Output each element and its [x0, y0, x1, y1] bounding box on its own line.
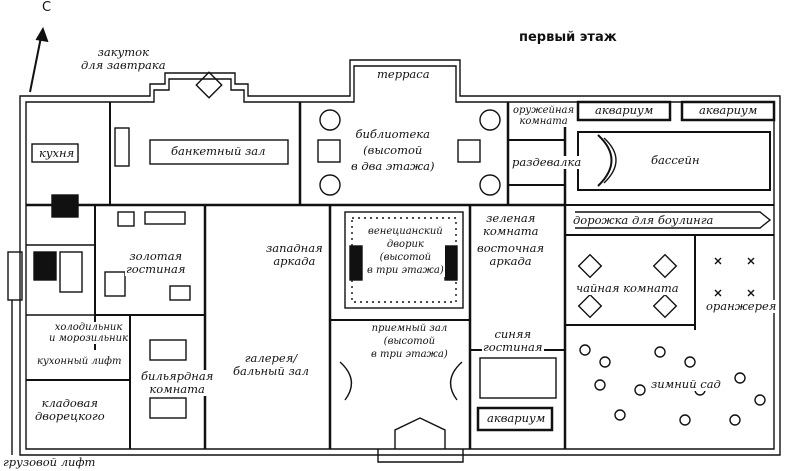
room-billiard-room: бильярдная комната — [140, 369, 215, 396]
room-dressing-room: раздевалка — [511, 155, 583, 169]
room-armory: оружейная комната — [512, 105, 576, 127]
room-terrace: терраса — [377, 67, 430, 81]
room-kitchen: кухня — [38, 146, 76, 160]
room-breakfast-nook: закуток для завтрака — [81, 45, 166, 72]
room-banquet-hall: банкетный зал — [170, 144, 267, 158]
label-freight-lift: грузовой лифт — [3, 455, 96, 469]
room-library: библиотека (высотой в два этажа) — [350, 126, 436, 174]
room-kitchen-lift: кухонный лифт — [36, 356, 123, 367]
north-indicator: С — [42, 0, 52, 15]
room-winter-garden: зимний сад — [650, 377, 722, 391]
room-tea-room: чайная комната — [575, 281, 680, 295]
room-orangery: оранжерея — [705, 299, 778, 313]
room-aquarium-2: аквариум — [698, 103, 759, 117]
room-reception-hall: приемный зал (высотой в три этажа) — [370, 322, 449, 361]
room-pool: бассейн — [650, 153, 701, 167]
room-aquarium-3: аквариум — [486, 411, 547, 425]
room-bowling-lane: дорожка для боулинга — [572, 213, 715, 227]
room-green-room: зеленая комната — [482, 211, 540, 238]
room-aquarium-1: аквариум — [594, 103, 655, 117]
room-west-arcade: западная аркада — [265, 241, 324, 268]
room-golden-drawing-room: золотая гостиная — [125, 249, 187, 276]
room-butler-pantry: кладовая дворецкого — [34, 396, 106, 423]
room-venetian-courtyard: венецианский дворик (высотой в три этажа… — [366, 225, 445, 277]
room-gallery-ballroom: галерея/ бальный зал — [232, 351, 310, 378]
floor-title: первый этаж — [519, 30, 617, 45]
room-fridge-freezer: холодильник и морозильник — [48, 322, 130, 344]
room-east-arcade: восточная аркада — [476, 241, 546, 268]
room-blue-drawing-room: синяя гостиная — [482, 327, 544, 354]
